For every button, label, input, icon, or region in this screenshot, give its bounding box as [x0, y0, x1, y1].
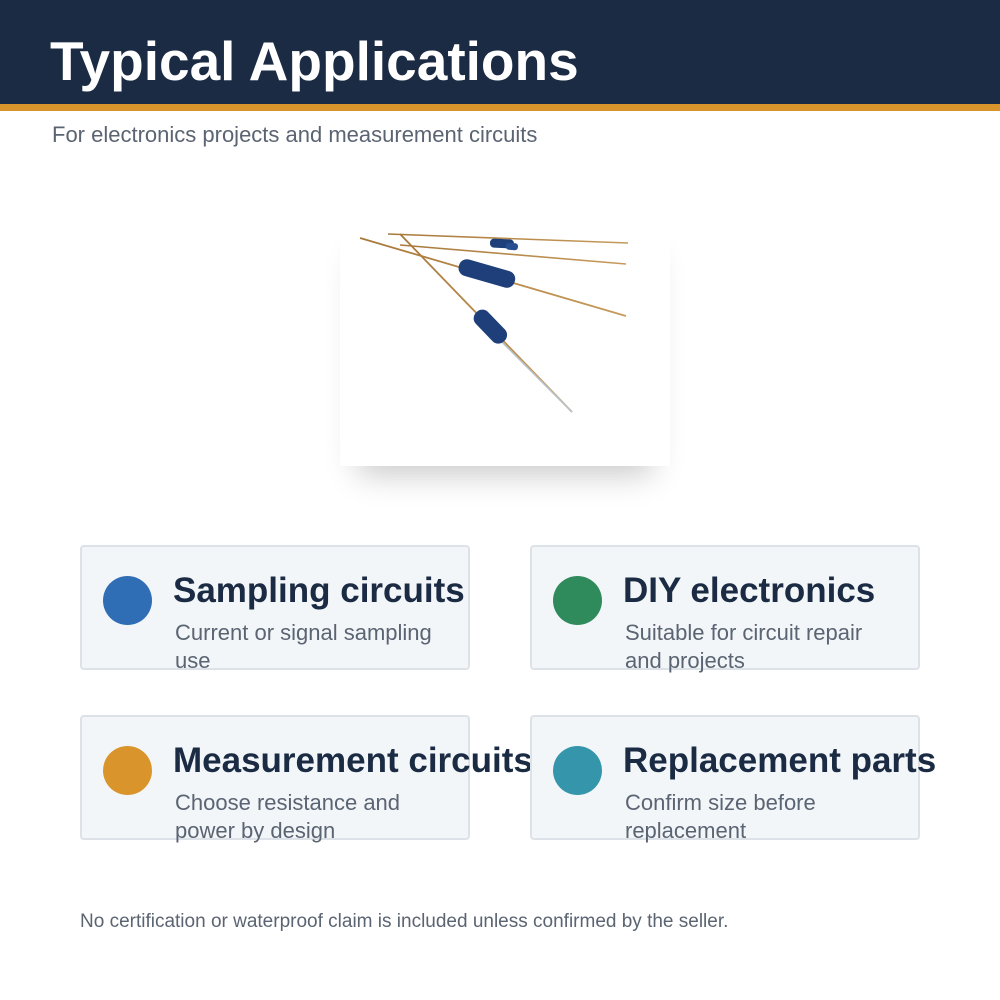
bullet-dot-icon	[553, 576, 602, 625]
resistor-lead	[399, 244, 627, 265]
application-card-diy: DIY electronics Suitable for circuit rep…	[530, 545, 920, 673]
bullet-dot-icon	[103, 746, 152, 795]
product-image	[340, 210, 670, 466]
resistors-illustration	[359, 233, 629, 413]
header-accent-rule	[0, 104, 1000, 111]
card-title: Replacement parts	[623, 741, 937, 780]
application-card-replacement: Replacement parts Confirm size before re…	[530, 715, 936, 843]
resistor-lead	[499, 339, 573, 413]
header-banner: Typical Applications	[0, 0, 1000, 104]
card-title: Sampling circuits	[173, 571, 465, 610]
card-description: Choose resistance and power by design	[175, 790, 401, 843]
card-description: Confirm size before replacement	[625, 790, 816, 843]
disclaimer-footnote: No certification or waterproof claim is …	[80, 911, 729, 932]
card-description: Current or signal sampling use	[175, 620, 432, 673]
bullet-dot-icon	[553, 746, 602, 795]
bullet-dot-icon	[103, 576, 152, 625]
card-title: DIY electronics	[623, 571, 876, 610]
application-card-sampling: Sampling circuits Current or signal samp…	[80, 545, 470, 673]
card-title: Measurement circuits	[173, 741, 533, 780]
page-title: Typical Applications	[50, 30, 579, 92]
resistor-body	[505, 242, 518, 251]
resistor-lead	[387, 233, 629, 244]
page-subtitle: For electronics projects and measurement…	[52, 122, 538, 147]
application-card-measurement: Measurement circuits Choose resistance a…	[80, 715, 533, 843]
card-description: Suitable for circuit repair and projects	[625, 620, 863, 673]
resistor-body	[473, 309, 508, 344]
resistor-body	[458, 259, 516, 288]
